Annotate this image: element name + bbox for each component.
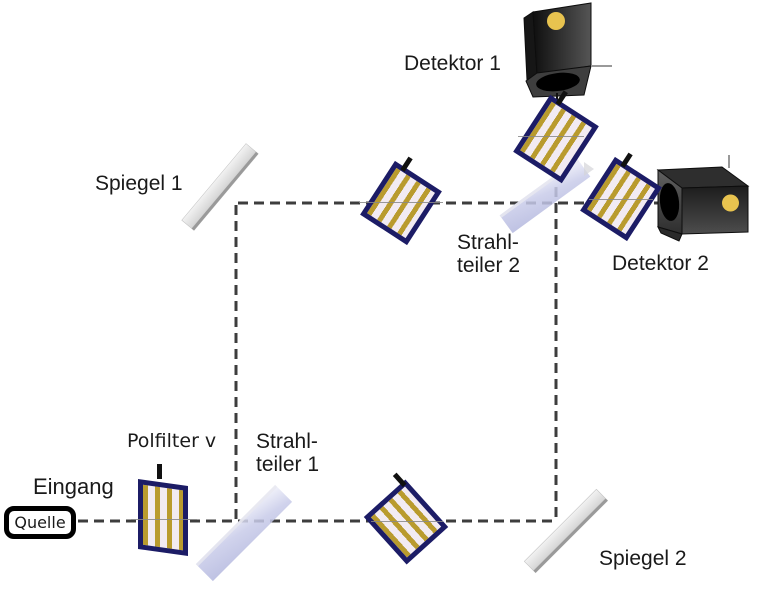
- detector-1-front: [532, 2, 592, 75]
- detector-1: [523, 2, 612, 102]
- label-detektor-2: Detektor 2: [612, 252, 709, 275]
- beam-path-dashed: [78, 187, 658, 523]
- label-spiegel-1: Spiegel 1: [95, 172, 183, 195]
- label-quelle: Quelle: [14, 513, 66, 532]
- label-detektor-1: Detektor 1: [404, 52, 501, 75]
- polfilter-v-tick: [157, 464, 162, 479]
- detector-2-lamp: [722, 194, 739, 212]
- label-strahlteiler-2-line2: teiler 2: [457, 254, 521, 277]
- detector-1-aperture: [536, 72, 580, 92]
- detector-2-foot: [657, 226, 683, 242]
- detector-2-aperture: [659, 183, 680, 221]
- detector-2: [656, 155, 750, 242]
- axis-line-top-polarizer: [359, 202, 443, 203]
- polfilter-v-sprite: [138, 479, 188, 557]
- label-polfilter-v: Polfilter v: [127, 430, 217, 452]
- label-strahlteiler-1: Strahl- teiler 1: [256, 430, 319, 476]
- label-strahlteiler-2-line1: Strahl-: [457, 231, 519, 254]
- axis-line-bottom-polarizer: [371, 521, 443, 522]
- mirror-1: [181, 143, 259, 231]
- source-box: Quelle: [4, 506, 76, 539]
- label-spiegel-2: Spiegel 2: [599, 547, 687, 570]
- axis-line-detector1-polarizer: [518, 136, 584, 137]
- axis-line-polfilter: [131, 519, 197, 520]
- detector-2-front: [681, 185, 749, 235]
- splitter-glint-triangle: [584, 162, 594, 176]
- label-eingang: Eingang: [33, 474, 114, 499]
- label-strahlteiler-1-line1: Strahl-: [256, 430, 318, 453]
- mirror-2: [523, 488, 609, 574]
- detector-1-lamp: [547, 12, 565, 30]
- beam-splitter-1: [195, 484, 293, 582]
- axis-line-detector2-polarizer: [589, 199, 653, 200]
- label-strahlteiler-1-line2: teiler 1: [256, 453, 320, 476]
- label-strahlteiler-2: Strahl- teiler 2: [457, 231, 520, 277]
